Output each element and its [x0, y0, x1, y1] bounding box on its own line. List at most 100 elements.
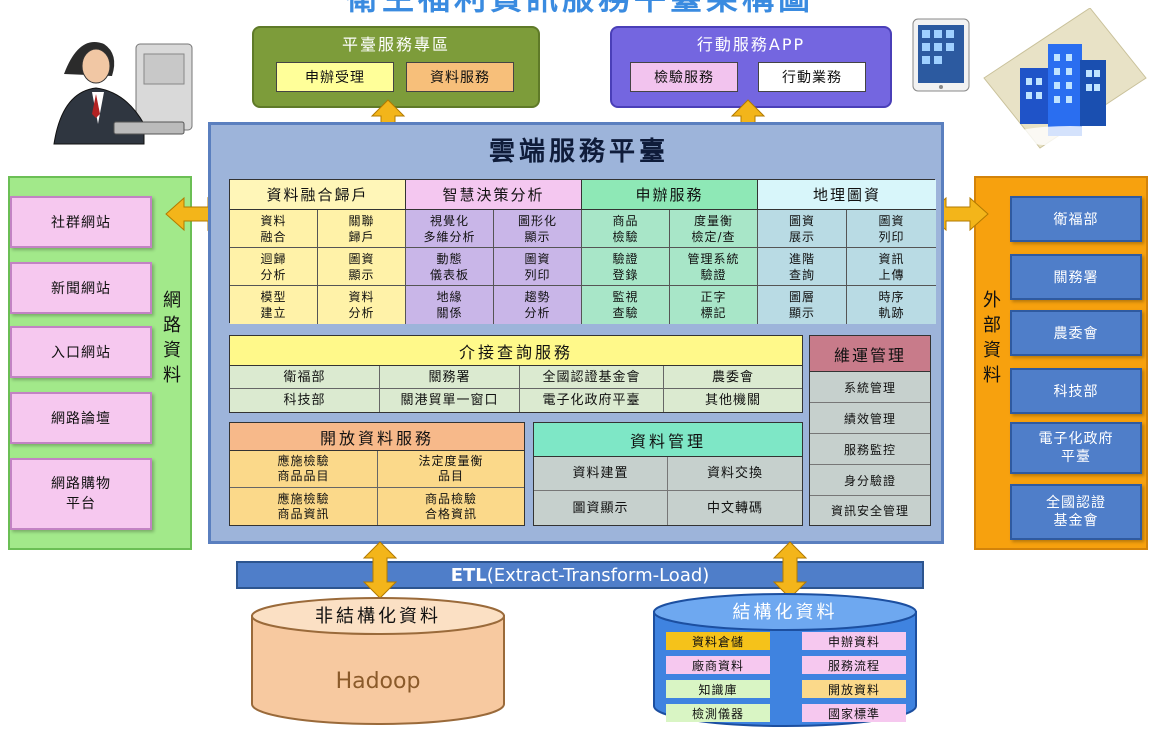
ops-item: 系統管理 [810, 372, 930, 403]
grid-cell: 資料 分析 [318, 286, 406, 324]
unstructured-title: 非結構化資料 [315, 606, 441, 627]
structured-title: 結構化資料 [732, 602, 838, 623]
hadoop-label: Hadoop [335, 668, 421, 694]
grid-cell: 圖資 列印 [847, 210, 936, 248]
interface-agency: 衛福部 [230, 366, 380, 389]
interface-agency: 關務署 [380, 366, 520, 389]
grid-cell: 圖層 顯示 [758, 286, 847, 324]
data-management-item: 資料建置 [534, 457, 668, 491]
taf-source: 全國認證 基金會 [1010, 484, 1142, 540]
open-data-service: 開放資料服務 應施檢驗 商品品目 法定度量衡 品目 應施檢驗 商品資訊 商品檢驗… [229, 422, 525, 526]
interface-agency: 其他機關 [704, 393, 761, 408]
structured-item: 申辦資料 [802, 632, 906, 650]
data-fusion-column: 資料融合歸戶 資料 融合 關聯 歸戶 迴歸 分析 圖資 顯示 模型 建立 資料 … [230, 180, 406, 324]
interface-agency: 全國認證基金會 [520, 366, 664, 389]
etl-description: (Extract-Transform-Load) [486, 564, 710, 586]
bottom-left-double-arrow [362, 541, 398, 599]
grid-cell: 關聯 歸戶 [318, 210, 406, 248]
structured-item: 國家標準 [802, 704, 906, 722]
most-source: 科技部 [1010, 368, 1142, 414]
data-management-item: 資料交換 [668, 457, 802, 491]
open-data-item: 應施檢驗 商品品目 [230, 451, 378, 488]
mobile-app-module: 行動服務APP 檢驗服務 行動業務 [610, 26, 892, 108]
grid-cell: 資訊 上傳 [847, 248, 936, 286]
interface-query-service: 介接查詢服務 衛福部 關務署 全國認證基金會 農委會 科技部 關港貿單一窗口 電… [229, 335, 803, 413]
grid-cell: 時序 軌跡 [878, 290, 905, 320]
platform-service-zone-title: 平臺服務專區 [341, 35, 450, 54]
cloud-service-platform: 雲端服務平臺 資料融合歸戶 資料 融合 關聯 歸戶 迴歸 分析 圖資 顯示 模型… [208, 122, 944, 544]
application-service-header: 申辦服務 [582, 180, 757, 210]
data-management-title: 資料管理 [534, 423, 802, 457]
news-site-source: 新聞網站 [10, 262, 152, 314]
grid-cell: 圖資 列印 [494, 248, 582, 286]
data-fusion-header: 資料融合歸戶 [230, 180, 405, 210]
external-data-label: 外部資料 [983, 290, 1001, 386]
ops-item: 身分驗證 [810, 465, 930, 496]
function-grid: 資料融合歸戶 資料 融合 關聯 歸戶 迴歸 分析 圖資 顯示 模型 建立 資料 … [229, 179, 936, 324]
geo-data-column: 地理圖資 圖資 展示 圖資 列印 進階 查詢 資訊 上傳 圖層 顯示 時序 軌跡 [758, 180, 936, 324]
interface-agency: 農委會 [664, 366, 802, 389]
cloud-platform-title: 雲端服務平臺 [488, 136, 669, 167]
data-management-item: 圖資顯示 [534, 491, 668, 525]
interface-query-title: 介接查詢服務 [230, 336, 802, 366]
structured-item: 知識庫 [666, 680, 770, 698]
grid-cell: 監視 查驗 [582, 286, 670, 324]
smart-decision-column: 智慧決策分析 視覺化 多維分析 圖形化 顯示 動態 儀表板 圖資 列印 地緣 關… [406, 180, 582, 324]
customs-source: 關務署 [1010, 254, 1142, 300]
grid-cell: 趨勢 分析 [494, 286, 582, 324]
web-data-label: 網路資料 [163, 290, 181, 386]
coa-source: 農委會 [1010, 310, 1142, 356]
smart-decision-header: 智慧決策分析 [406, 180, 581, 210]
external-data-panel: 外部資料 衛福部 關務署 農委會 科技部 電子化政府 平臺 全國認證 基金會 [974, 176, 1148, 550]
interface-agency: 電子化政府平臺 [520, 389, 664, 412]
grid-cell: 動態 儀表板 [406, 248, 494, 286]
ops-item: 服務監控 [810, 434, 930, 465]
etl-bar: ETL(Extract-Transform-Load) [236, 561, 924, 589]
portal-site-source: 入口網站 [10, 326, 152, 378]
grid-cell: 驗證 登錄 [582, 248, 670, 286]
social-network-source: 社群網站 [10, 196, 152, 248]
structured-item: 服務流程 [802, 656, 906, 674]
grid-cell: 進階 查詢 [758, 248, 847, 286]
grid-cell: 迴歸 分析 [230, 248, 318, 286]
office-worker-illustration [34, 14, 204, 154]
web-forum-source: 網路論壇 [10, 392, 152, 444]
mobile-business-chip: 行動業務 [758, 62, 866, 92]
grid-cell: 圖資 顯示 [318, 248, 406, 286]
data-management: 資料管理 資料建置 資料交換 圖資顯示 中文轉碼 [533, 422, 803, 526]
structured-item: 廠商資料 [666, 656, 770, 674]
grid-cell: 圖形化 顯示 [494, 210, 582, 248]
grid-cell: 模型 建立 [230, 286, 318, 324]
apply-accept-chip: 申辦受理 [276, 62, 394, 92]
grid-cell: 圖資 展示 [758, 210, 847, 248]
operations-management: 維運管理 系統管理 績效管理 服務監控 身分驗證 資訊安全管理 [809, 335, 931, 526]
diagram-title: 衛生福利資訊服務平臺架構圖 [330, 0, 830, 17]
tablet-icon [912, 18, 970, 92]
structured-item: 資料倉儲 [666, 632, 770, 650]
open-data-item: 法定度量衡 品目 [378, 451, 524, 488]
egov-platform-source: 電子化政府 平臺 [1010, 422, 1142, 474]
grid-cell: 視覺化 多維分析 [406, 210, 494, 248]
unstructured-cylinder-shape [251, 597, 505, 725]
ops-item: 資訊安全管理 [830, 504, 909, 518]
open-data-item: 商品檢驗 合格資訊 [424, 491, 477, 521]
ops-item: 績效管理 [810, 403, 930, 434]
grid-cell: 正字 標記 [670, 286, 758, 324]
interface-agency: 關港貿單一窗口 [380, 389, 520, 412]
online-shopping-source: 網路購物 平台 [10, 458, 152, 530]
open-data-item: 應施檢驗 商品資訊 [230, 488, 378, 525]
grid-cell: 商品 檢驗 [582, 210, 670, 248]
unstructured-data-store: 非結構化資料 Hadoop [250, 596, 506, 726]
mobile-app-title: 行動服務APP [696, 35, 806, 54]
grid-cell: 地緣 關係 [406, 286, 494, 324]
geo-data-header: 地理圖資 [758, 180, 936, 210]
structured-data-store: 結構化資料 資料倉儲 申辦資料 廠商資料 服務流程 知識庫 開放資料 檢測儀器 … [652, 592, 918, 728]
etl-label: ETL [450, 564, 487, 586]
data-management-item: 中文轉碼 [706, 500, 763, 516]
grid-cell: 度量衡 檢定/查 [670, 210, 758, 248]
web-data-panel: 社群網站 新聞網站 入口網站 網路論壇 網路購物 平台 網路資料 [8, 176, 192, 550]
structured-item: 開放資料 [802, 680, 906, 698]
inspection-service-chip: 檢驗服務 [630, 62, 738, 92]
grid-cell: 資料 融合 [230, 210, 318, 248]
data-service-chip: 資料服務 [406, 62, 514, 92]
